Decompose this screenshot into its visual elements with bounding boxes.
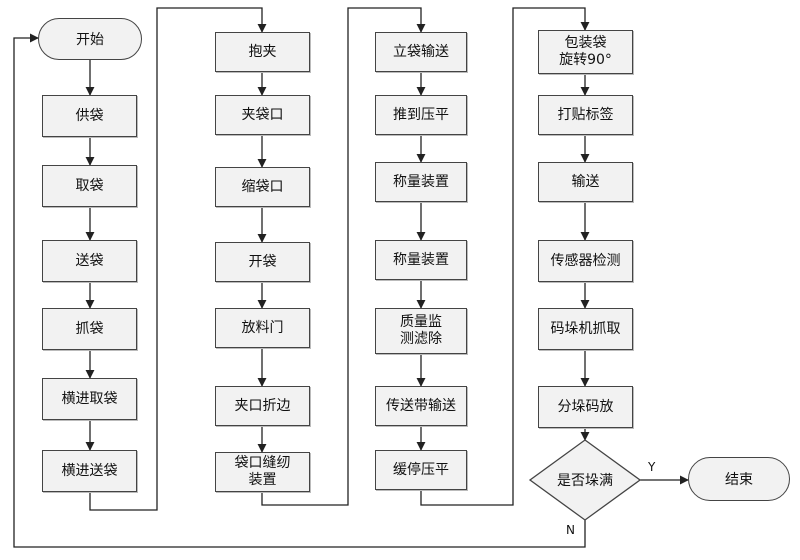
connector-no-loop — [13, 33, 586, 548]
step-upright-conveying: 立袋输送 — [375, 32, 467, 72]
step-push-flatten: 推到压平 — [375, 95, 467, 135]
step-supply-bag: 供袋 — [42, 95, 137, 137]
step-grab-bag: 抓袋 — [42, 308, 137, 350]
step-shrink-mouth: 缩袋口 — [215, 167, 310, 207]
no-label: N — [566, 523, 575, 537]
step-clamp-mouth: 夹袋口 — [215, 95, 310, 135]
step-stack-place: 分垛码放 — [538, 386, 633, 428]
step-weighing-2: 称量装置 — [375, 240, 467, 280]
step-rotate-bag: 包装袋 旋转90° — [538, 30, 633, 74]
end-label: 结束 — [725, 472, 753, 488]
decision-diamond — [528, 439, 642, 521]
yes-label: Y — [648, 460, 656, 474]
connector-col1-col2 — [89, 7, 267, 511]
end-terminal: 结束 — [688, 457, 790, 501]
start-label: 开始 — [76, 32, 104, 48]
start-terminal: 开始 — [38, 18, 142, 60]
step-belt-conveying: 传送带输送 — [375, 386, 467, 426]
step-sensor-detect: 传感器检测 — [538, 240, 633, 282]
step-weighing-1: 称量装置 — [375, 162, 467, 202]
decision-label: 是否垛满 — [557, 473, 613, 489]
step-clamp: 抱夹 — [215, 32, 310, 72]
step-send-bag: 送袋 — [42, 240, 137, 282]
connector-col3-col4 — [420, 7, 590, 506]
step-open-bag: 开袋 — [215, 242, 310, 282]
step-conveying: 输送 — [538, 162, 633, 202]
step-labeling: 打贴标签 — [538, 95, 633, 135]
connector-col2-col3 — [261, 7, 426, 506]
step-fold-edge: 夹口折边 — [215, 386, 310, 426]
step-palletizer-grab: 码垛机抓取 — [538, 308, 633, 350]
step-sewing-device: 袋口缝纫 装置 — [215, 452, 310, 492]
step-lateral-take: 横进取袋 — [42, 378, 137, 420]
step-quality-check: 质量监 测滤除 — [375, 308, 467, 354]
step-take-bag: 取袋 — [42, 165, 137, 207]
step-slow-stop: 缓停压平 — [375, 450, 467, 490]
step-lateral-send: 横进送袋 — [42, 450, 137, 492]
step-discharge-gate: 放料门 — [215, 308, 310, 348]
